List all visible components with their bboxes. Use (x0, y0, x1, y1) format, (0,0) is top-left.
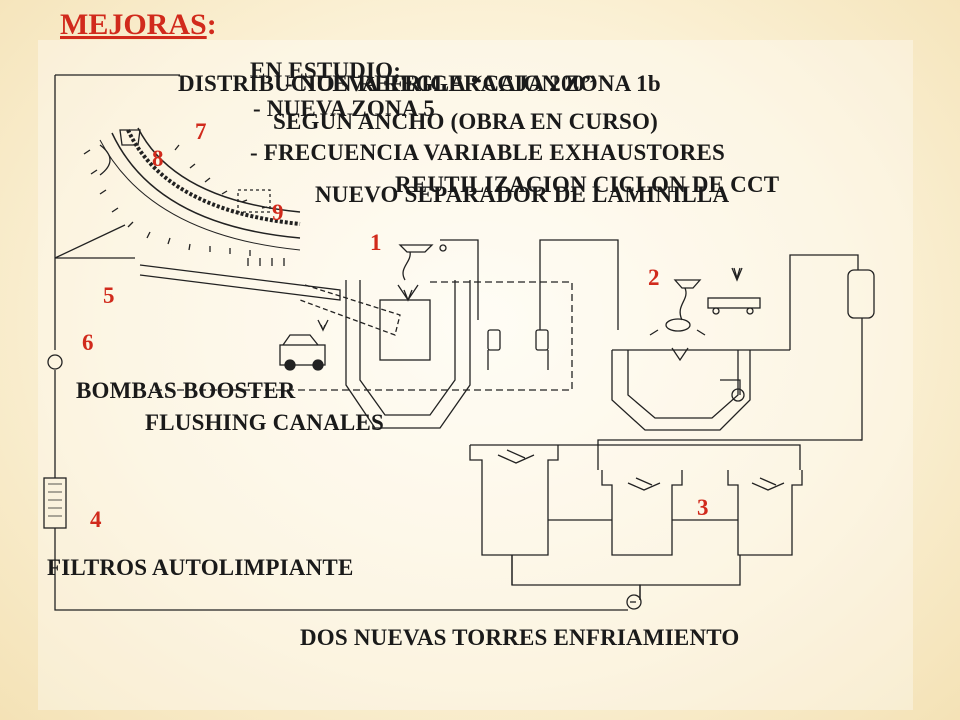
bottom-return-pipe (54, 528, 628, 611)
number-6: 6 (82, 330, 94, 355)
return-pump (626, 594, 642, 610)
booster-pump-b (535, 329, 549, 351)
storage-tank (847, 269, 875, 319)
text-reutilizacion-ciclon: REUTILIZACION CICLON DE CCT (395, 172, 780, 197)
number-1: 1 (370, 230, 382, 255)
grab-bucket-1 (398, 244, 434, 253)
text-frecuencia-variable: - FRECUENCIA VARIABLE EXHAUSTORES (250, 140, 726, 165)
slide-title: MEJORAS: (60, 8, 217, 41)
label-filtros-autolimpiante: FILTROS AUTOLIMPIANTE (47, 555, 354, 580)
flushing-line (150, 281, 573, 391)
scale-pit-1 (359, 280, 456, 416)
heading-en-estudio: EN ESTUDIO: (250, 58, 402, 83)
cooling-tower-3 (727, 470, 803, 556)
tundish (119, 129, 141, 146)
scale-pit-2 (611, 350, 751, 431)
dump-truck (279, 319, 329, 371)
left-pump (47, 354, 63, 370)
scale-flume (139, 264, 341, 301)
number-5: 5 (103, 283, 115, 308)
cooling-tower-1 (469, 445, 559, 556)
content-panel (38, 40, 913, 710)
text-nuevo-separador: NUEVO SEPARADOR DE LAMINILLA (315, 182, 730, 207)
text-nueva-regla: - NUEVA REGLA “CAJA 200” (285, 71, 597, 96)
pump-2 (731, 388, 745, 402)
spray-ticks (83, 144, 268, 256)
number-7: 7 (195, 119, 207, 144)
label-torres-enfriamiento: DOS NUEVAS TORRES ENFRIAMIENTO (300, 625, 740, 650)
text-nueva-zona: - NUEVA ZONA 5 (253, 96, 435, 121)
label-bombas-booster: BOMBAS BOOSTER (76, 378, 296, 403)
number-4: 4 (90, 507, 102, 532)
number-8: 8 (152, 146, 164, 171)
strand-outer (111, 132, 301, 239)
text-distribucion-refrigeracion: DISTRIBUCION REFRIGERACION ZONA 1b (178, 71, 661, 96)
cooling-tower-2 (601, 470, 683, 556)
text-segun-ancho: SEGUN ANCHO (OBRA EN CURSO) (273, 109, 658, 134)
grab-bucket-2 (673, 279, 702, 289)
label-flushing-canales: FLUSHING CANALES (145, 410, 384, 435)
booster-pump-a (487, 329, 501, 351)
spray-nozzles (247, 258, 285, 266)
number-9: 9 (272, 200, 284, 225)
strand-rolls (126, 129, 301, 226)
number-3: 3 (697, 495, 709, 520)
railcar (707, 297, 761, 309)
self-cleaning-filter (43, 477, 67, 529)
number-2: 2 (648, 265, 660, 290)
